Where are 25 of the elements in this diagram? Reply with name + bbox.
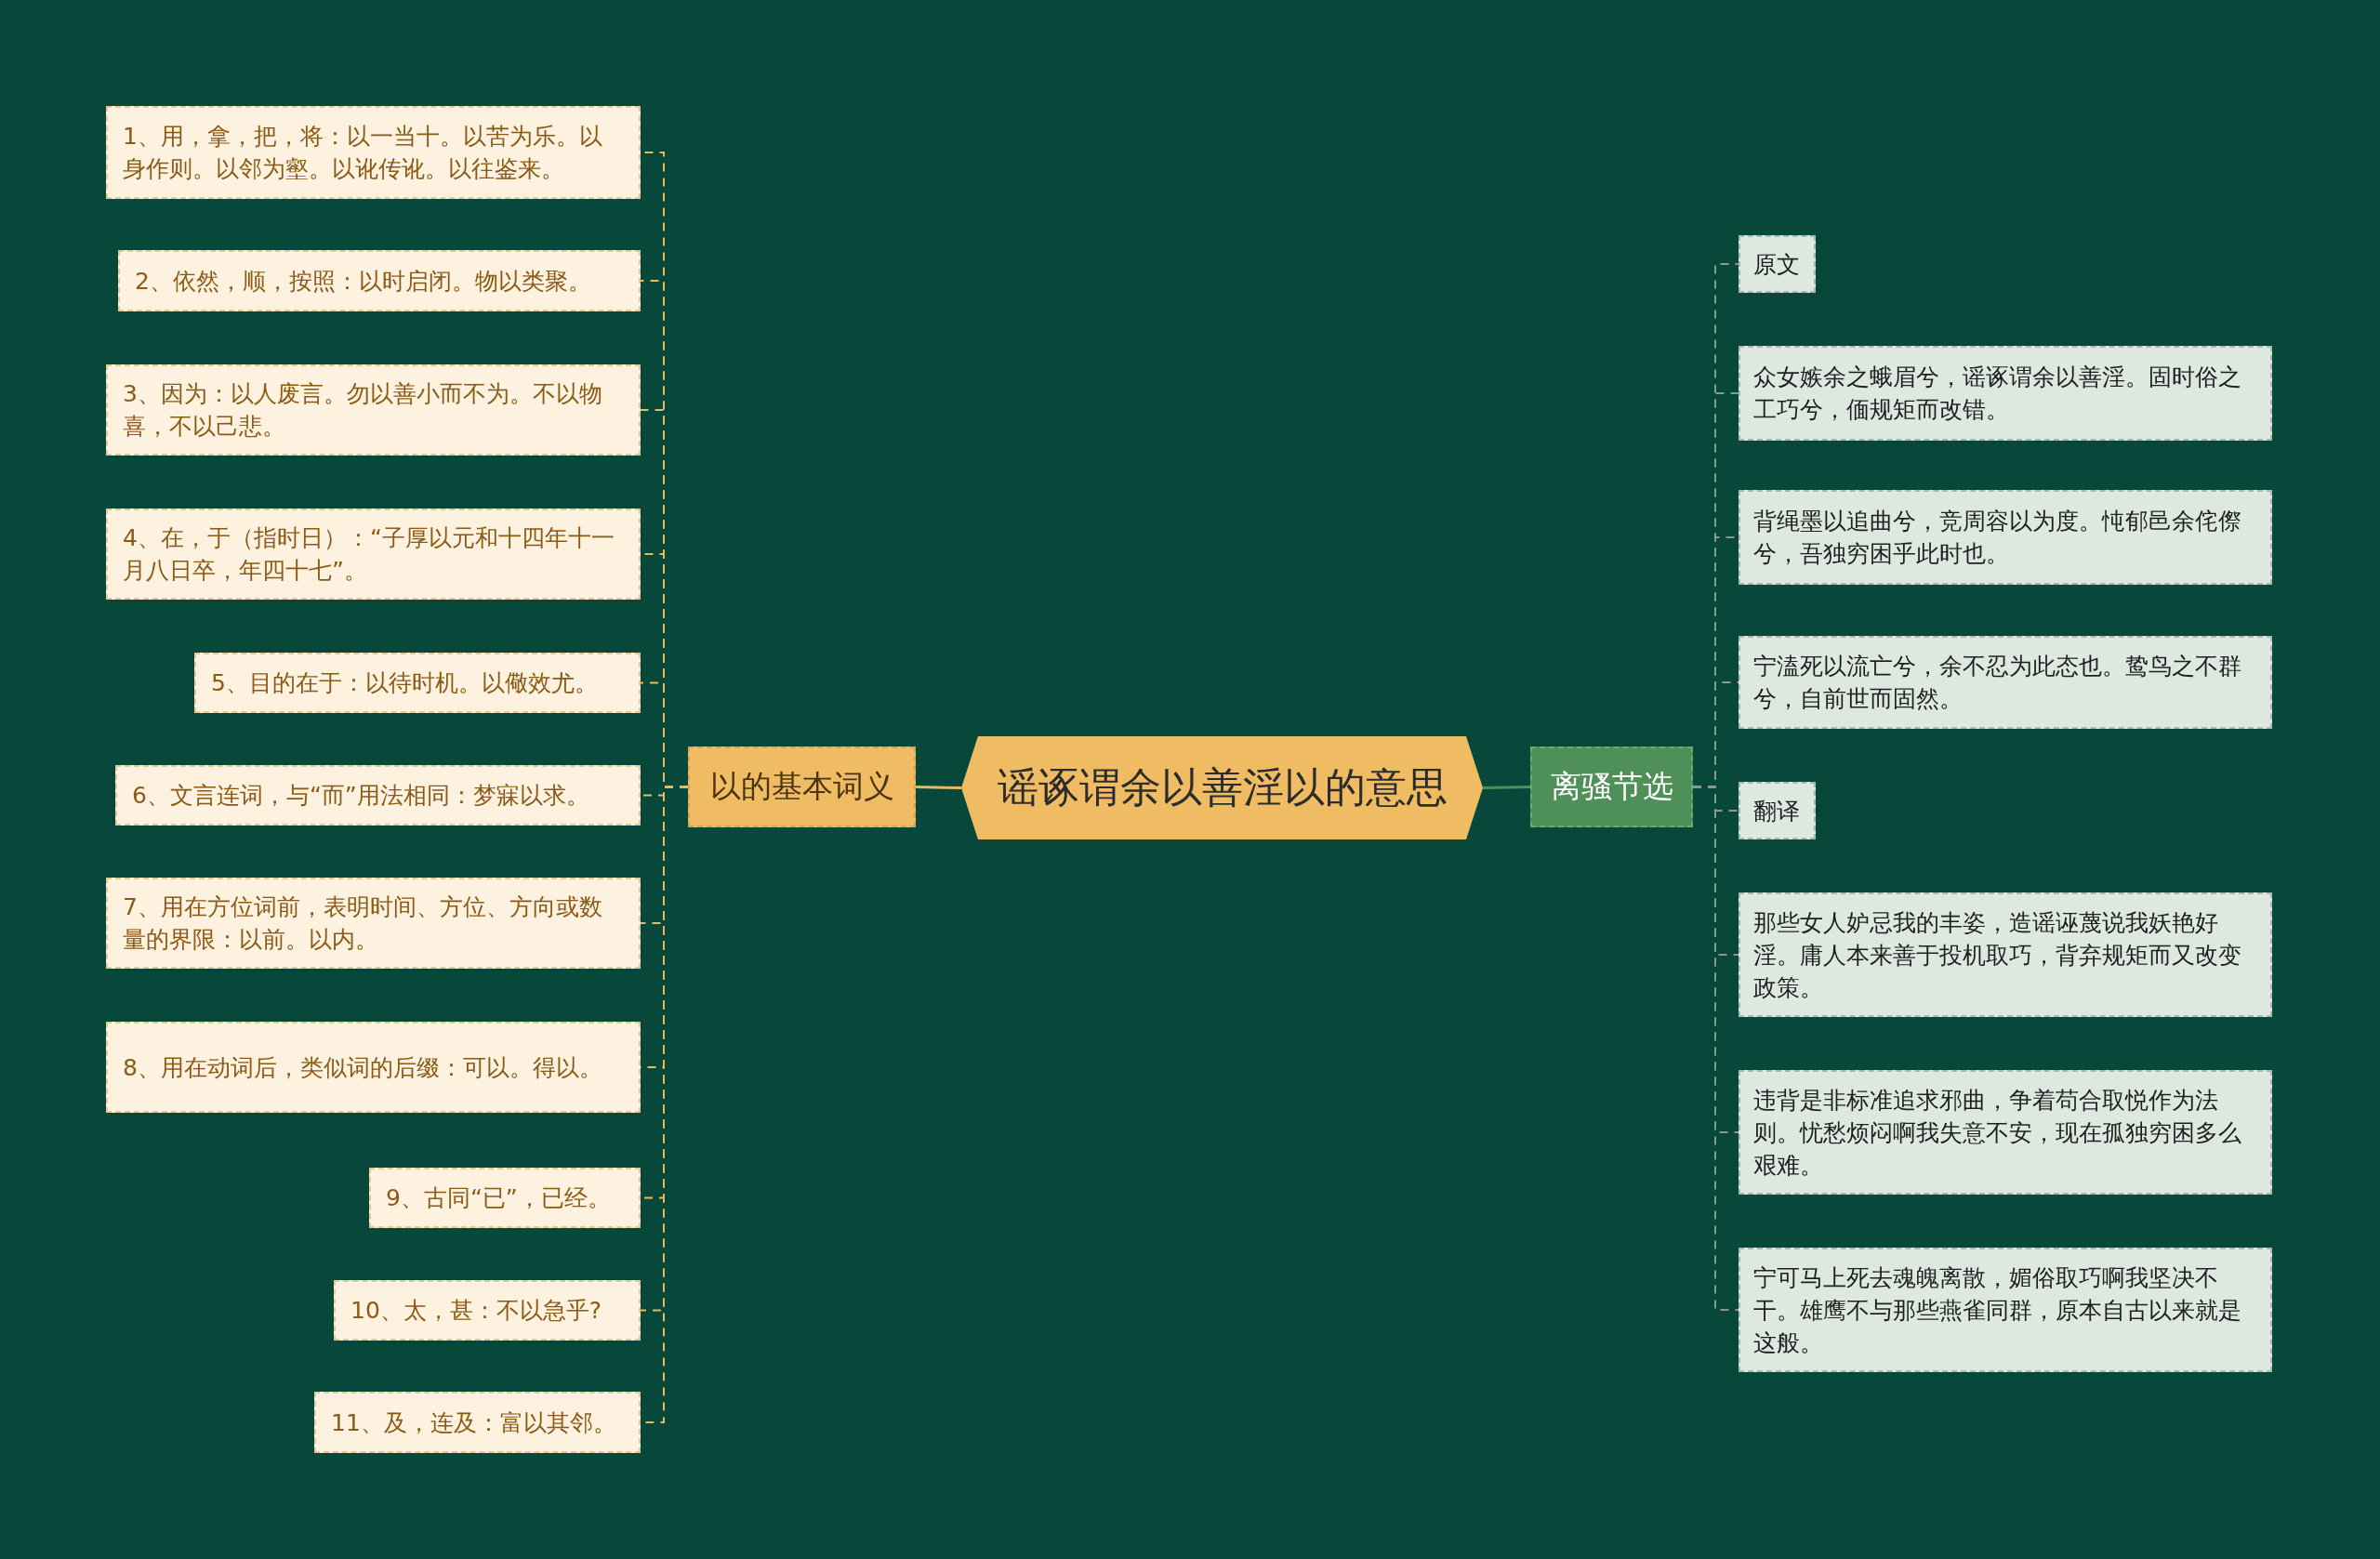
definition-box: 4、在，于（指时日）：“子厚以元和十四年十一月八日卒，年四十七”。	[106, 509, 641, 600]
text-box: 违背是非标准追求邪曲，争着苟合取悦作为法则。忧愁烦闷啊我失意不安，现在孤独穷困多么艰难。	[1739, 1070, 2272, 1195]
definition-box: 3、因为：以人废言。勿以善小而不为。不以物喜，不以己悲。	[106, 364, 641, 456]
definition-box: 1、用，拿，把，将：以一当十。以苦为乐。以身作则。以邻为壑。以讹传讹。以往鉴来。	[106, 106, 641, 199]
definition-box: 11、及，连及：富以其邻。	[314, 1392, 641, 1453]
connector-line	[1482, 786, 1531, 789]
topic-text: 谣诼谓余以善淫以的意思	[997, 762, 1448, 813]
definition-box: 2、依然，顺，按照：以时启闭。物以类聚。	[118, 250, 641, 311]
branch-box: 以的基本词义	[688, 746, 916, 827]
text-box: 宁溘死以流亡兮，余不忍为此态也。鸷鸟之不群兮，自前世而固然。	[1739, 636, 2272, 729]
definition-box: 9、古同“已”，已经。	[369, 1168, 641, 1228]
text-box: 宁可马上死去魂魄离散，媚俗取巧啊我坚决不干。雄鹰不与那些燕雀同群，原本自古以来就是这般。	[1739, 1248, 2272, 1372]
text-box: 原文	[1739, 235, 1816, 293]
text-box: 那些女人妒忌我的丰姿，造谣诬蔑说我妖艳好淫。庸人本来善于投机取巧，背弃规矩而又改变政策。	[1739, 892, 2272, 1017]
definition-box: 6、文言连词，与“而”用法相同：梦寐以求。	[115, 765, 641, 826]
topic-hexagon	[961, 736, 1483, 839]
connector-line	[915, 786, 962, 789]
text-box: 背绳墨以追曲兮，竞周容以为度。忳郁邑余侘傺兮，吾独穷困乎此时也。	[1739, 490, 2272, 585]
definition-box: 5、目的在于：以待时机。以儆效尤。	[194, 653, 641, 713]
definition-box: 7、用在方位词前，表明时间、方位、方向或数量的界限：以前。以内。	[106, 878, 641, 969]
text-box: 翻译	[1739, 782, 1816, 839]
definition-box: 8、用在动词后，类似词的后缀：可以。得以。	[106, 1022, 641, 1113]
definition-box: 10、太，甚：不以急乎?	[334, 1280, 641, 1341]
branch-box: 离骚节选	[1530, 746, 1693, 827]
text-box: 众女嫉余之蛾眉兮，谣诼谓余以善淫。固时俗之工巧兮，偭规矩而改错。	[1739, 346, 2272, 441]
